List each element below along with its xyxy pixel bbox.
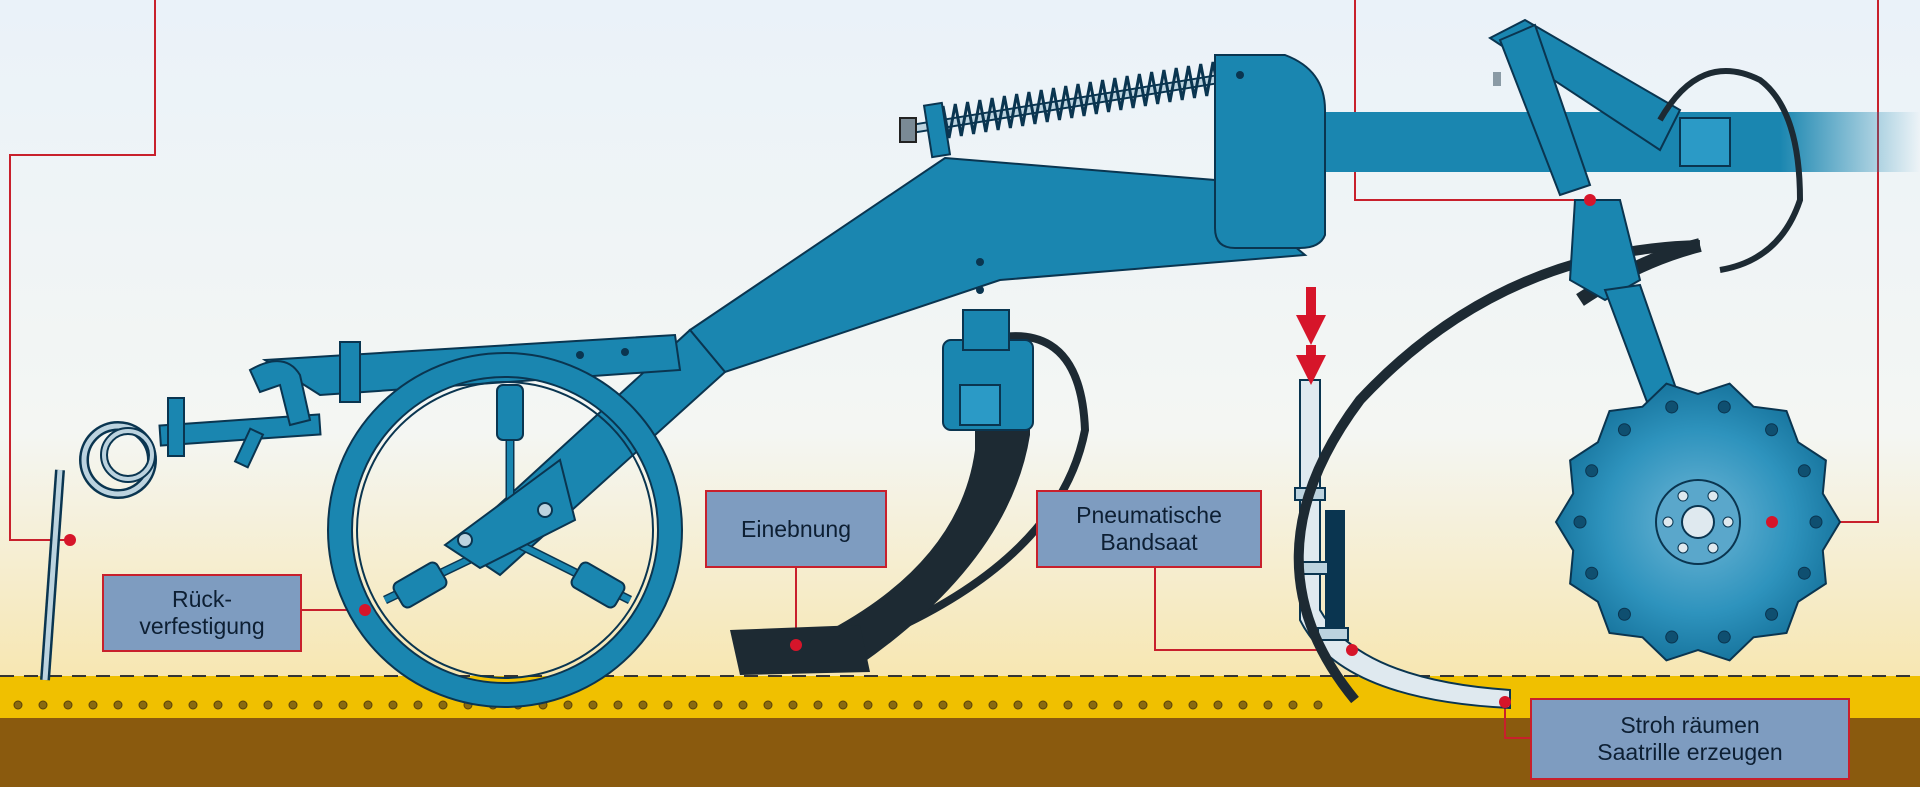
tine-holder bbox=[158, 341, 361, 469]
label-rueckverfestigung: Rück- verfestigung bbox=[102, 574, 302, 652]
label-rueck-line2: verfestigung bbox=[139, 613, 265, 639]
bolt bbox=[1493, 72, 1501, 86]
coil-tine bbox=[40, 421, 157, 681]
red-dot-marker bbox=[64, 194, 1778, 708]
label-stroh-line1: Stroh räumen bbox=[1620, 712, 1760, 738]
bolt bbox=[576, 351, 584, 359]
bolt bbox=[621, 348, 629, 356]
label-stroh-line2: Saatrille erzeugen bbox=[1597, 739, 1783, 765]
spring-clip bbox=[1657, 68, 1804, 273]
label-stroh-raeumen: Stroh räumen Saatrille erzeugen bbox=[1530, 698, 1850, 780]
leader-lines bbox=[9, 0, 1879, 739]
spring-rod bbox=[899, 61, 1226, 159]
disc-linkage bbox=[1488, 18, 1682, 412]
seed-dots bbox=[13, 700, 1323, 710]
packer-wheel bbox=[327, 352, 683, 708]
label-rueck-line1: Rück- bbox=[171, 586, 233, 612]
levelling-tine bbox=[730, 309, 1090, 675]
label-einebnung-line1: Einebnung bbox=[741, 515, 851, 542]
label-einebnung: Einebnung bbox=[705, 490, 887, 568]
label-bandsaat-line2: Bandsaat bbox=[1100, 529, 1198, 555]
bolt bbox=[1236, 71, 1244, 79]
label-pneumatische-bandsaat: Pneumatische Bandsaat bbox=[1036, 490, 1262, 568]
down-arrow-icon bbox=[1296, 287, 1326, 385]
label-bandsaat-line1: Pneumatische bbox=[1076, 502, 1222, 528]
bolt bbox=[976, 258, 984, 266]
bolt bbox=[976, 286, 984, 294]
cutting-disc bbox=[1554, 382, 1842, 662]
